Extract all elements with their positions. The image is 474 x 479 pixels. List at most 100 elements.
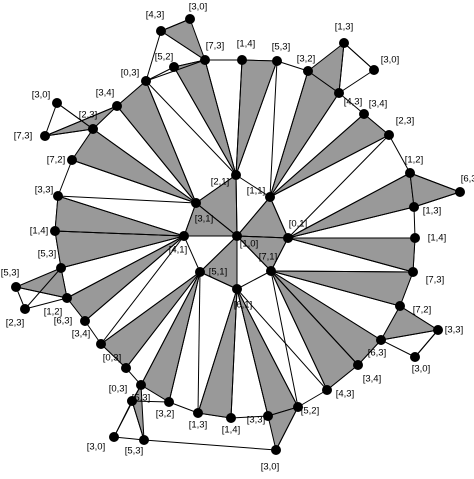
vertex-label: [7,3] — [206, 41, 225, 52]
vertex-label: [2,3] — [6, 318, 25, 329]
ear-edge — [160, 30, 206, 61]
spoke-edge — [60, 235, 185, 269]
vertex-dot — [139, 435, 149, 445]
vertex-dot — [455, 187, 465, 197]
vertex-dot — [395, 301, 405, 311]
vertex-dot — [80, 316, 90, 326]
vertex-dot — [369, 65, 379, 75]
vertex-label: [1,4] — [237, 39, 256, 50]
vertex-dot — [265, 192, 275, 202]
spoke-edge — [71, 159, 197, 204]
vertex-label: [4,3] — [344, 97, 363, 108]
vertex-dot — [384, 130, 394, 140]
ear-edge — [113, 436, 145, 441]
inner-edge — [199, 271, 238, 290]
vertex-dot — [169, 62, 179, 72]
inner-edge — [195, 202, 238, 237]
spoke-edge — [236, 288, 328, 391]
inner-edge — [236, 235, 289, 239]
vertex-label: [5,3] — [125, 446, 144, 457]
spoke-edge — [66, 235, 185, 299]
vertex-dot — [185, 14, 195, 24]
spoke-edge — [145, 80, 197, 204]
ear-edge — [413, 191, 461, 208]
vertex-label: [4,3] — [146, 10, 165, 21]
vertex-label: [1,3] — [189, 420, 208, 431]
vertex-dot — [40, 131, 50, 141]
vertex-dot — [200, 55, 210, 65]
vertex-label: [6,3] — [461, 174, 474, 185]
vertex-label: [4,3] — [336, 389, 355, 400]
vertex-dot — [353, 360, 363, 370]
vertex-label: [6,3] — [54, 316, 73, 327]
vertex-dot — [232, 231, 242, 241]
spoke-edge — [100, 235, 185, 345]
vertex-dot — [53, 191, 63, 201]
spoke-edge — [236, 288, 299, 408]
ear-edge — [380, 329, 439, 341]
spoke-edge — [287, 172, 411, 239]
ear-edge — [44, 102, 58, 137]
vertex-dot — [410, 352, 420, 362]
vertex-label: [6,3] — [368, 348, 387, 359]
vertex-dot — [283, 233, 293, 243]
vertex-dot — [237, 55, 247, 65]
vertex-dot — [179, 231, 189, 241]
vertex-dot — [359, 109, 369, 119]
vertex-label: [3,0] — [261, 462, 280, 473]
spoke-edge — [270, 270, 414, 273]
vertex-dot — [322, 385, 332, 395]
spoke-edge — [269, 92, 340, 198]
vertex-label: [1,4] — [30, 226, 49, 237]
vertex-label: [3,0] — [32, 90, 51, 101]
vertex-dot — [226, 413, 236, 423]
vertex-label: [7,1] — [259, 252, 278, 263]
spoke-edge — [235, 60, 278, 176]
vertex-label: [3,0] — [87, 442, 106, 453]
vertex-label: [1,2] — [405, 155, 424, 166]
vertex-label: [3,4] — [369, 99, 388, 110]
vertex-dot — [136, 380, 146, 390]
vertex-dot — [67, 155, 77, 165]
ear-edge — [24, 267, 62, 310]
spoke-edge — [197, 288, 238, 414]
vertex-label: [5,1] — [209, 267, 228, 278]
ear-edge — [409, 172, 461, 193]
vertex-label: [3,2] — [297, 54, 316, 65]
spoke-edge — [269, 134, 390, 198]
vertex-label: [7,3] — [14, 131, 33, 142]
ear-edge — [275, 406, 299, 451]
ear-edge — [145, 30, 162, 82]
ear-edge — [380, 339, 416, 358]
spoke-edge — [269, 60, 278, 198]
spoke-edge — [236, 288, 269, 417]
spoke-edge — [287, 237, 414, 273]
inner-edge — [236, 235, 272, 272]
vertex-label: [5,3] — [38, 249, 57, 260]
vertex-label: [3,0] — [412, 364, 431, 375]
spoke-edge — [125, 271, 201, 369]
vertex-label: [2,3] — [396, 116, 415, 127]
spoke-edge — [230, 288, 238, 419]
vertex-label: [7,2] — [413, 305, 432, 316]
vertex-dot — [193, 408, 203, 418]
vertex-dot — [408, 267, 418, 277]
spoke-edge — [204, 59, 237, 176]
vertex-label: [2,3] — [79, 110, 98, 121]
vertex-dot — [271, 445, 281, 455]
vertex-label: [7,2] — [47, 155, 66, 166]
vertex-label: [3,1] — [195, 214, 214, 225]
vertex-dot — [191, 198, 201, 208]
vertex-dot — [50, 226, 60, 236]
vertex-label: [3,2] — [156, 409, 175, 420]
ear-edge — [131, 400, 170, 403]
spoke-edge — [287, 206, 415, 239]
spoke-edge — [197, 271, 201, 414]
vertex-label: [2,1] — [211, 177, 230, 188]
spoke-edge — [116, 105, 197, 204]
spoke-edge — [270, 270, 401, 307]
vertex-label: [1,1] — [247, 186, 266, 197]
